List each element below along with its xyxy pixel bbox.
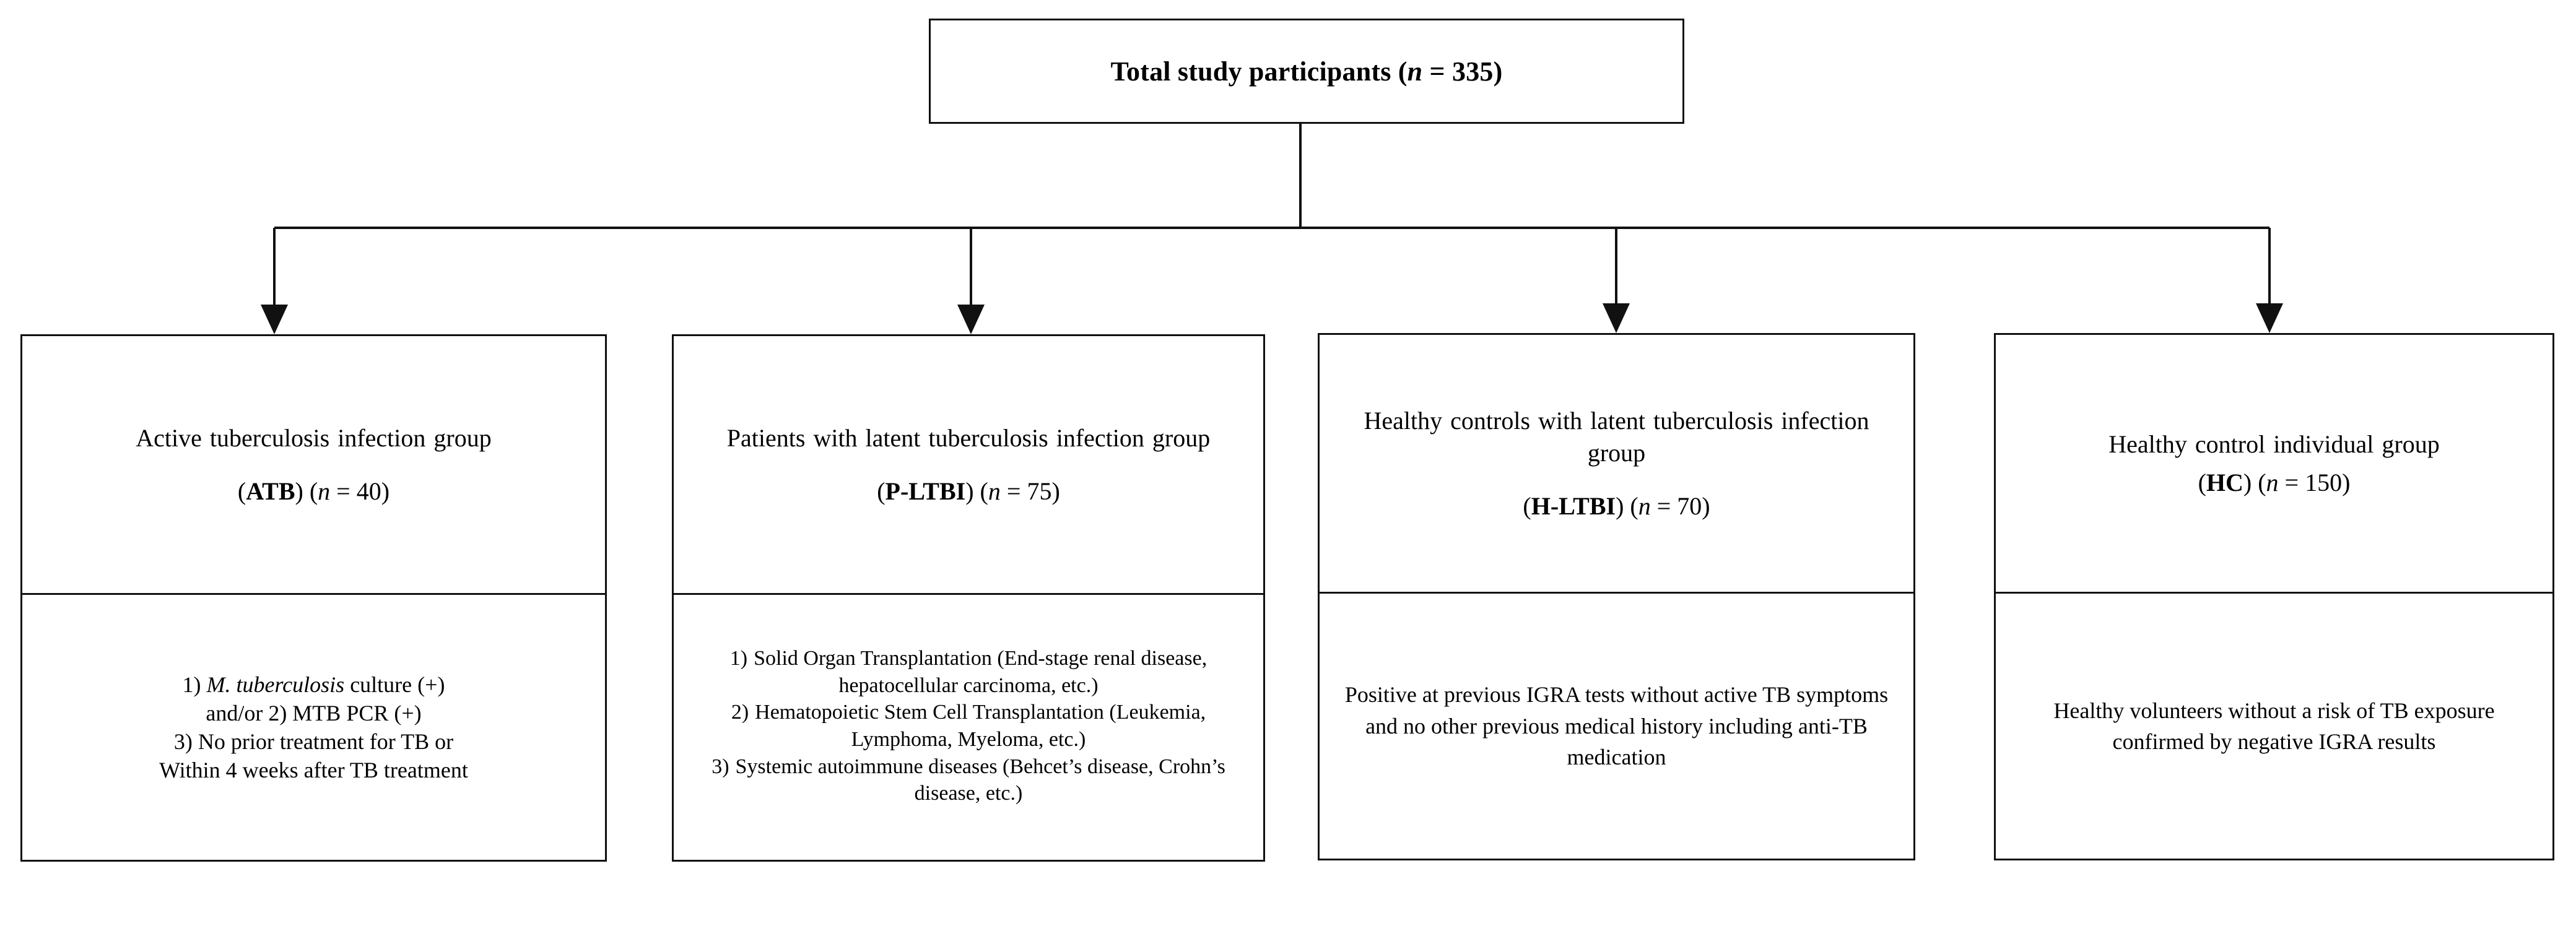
root-title: Total study participants (n = 335) bbox=[1111, 54, 1503, 89]
node-pltbi-body: 1) Solid Organ Transplantation (End-stage… bbox=[674, 595, 1263, 860]
node-hltbi-title: Healthy controls with latent tuberculosi… bbox=[1364, 406, 1869, 467]
node-hltbi-n-symbol: n bbox=[1638, 491, 1651, 520]
node-atb-header: Active tuberculosis infection group (ATB… bbox=[22, 336, 605, 593]
node-atb-criteria-line-4: Within 4 weeks after TB treatment bbox=[159, 758, 468, 783]
node-atb-code-abbr: ATB bbox=[246, 477, 295, 505]
node-atb-n-symbol: n bbox=[318, 477, 331, 505]
node-hc-divider bbox=[1996, 592, 2552, 594]
node-group-h-ltbi: Healthy controls with latent tuberculosi… bbox=[1318, 333, 1915, 860]
node-hltbi-body: Positive at previous IGRA tests without … bbox=[1320, 594, 1913, 859]
node-group-atb: Active tuberculosis infection group (ATB… bbox=[20, 334, 607, 862]
node-group-hc: Healthy control individual group (HC) (n… bbox=[1994, 333, 2554, 860]
node-atb-criteria-line-3: 3) No prior treatment for TB or bbox=[173, 729, 454, 754]
node-atb-criteria-line-2: and/or 2) MTB PCR (+) bbox=[206, 700, 422, 725]
node-atb-n-value: 40 bbox=[356, 477, 381, 505]
node-pltbi-criteria-item-1: 1) Solid Organ Transplantation (End-stage… bbox=[686, 645, 1251, 699]
root-n-symbol: n bbox=[1407, 56, 1423, 87]
node-atb-species-italic: M. tuberculosis bbox=[206, 672, 345, 697]
node-hltbi-code: (H-LTBI) (n = 70) bbox=[1523, 491, 1710, 520]
arrow-head-hc bbox=[2256, 303, 2283, 333]
node-total-study-participants: Total study participants (n = 335) bbox=[929, 19, 1684, 124]
node-hc-title: Healthy control individual group bbox=[2108, 430, 2440, 458]
arrow-head-pltbi bbox=[957, 305, 985, 334]
node-hc-code: (HC) (n = 150) bbox=[2198, 468, 2351, 496]
node-hc-criteria-text: Healthy volunteers without a risk of TB … bbox=[2053, 698, 2495, 754]
node-hc-header: Healthy control individual group (HC) (n… bbox=[1996, 335, 2552, 592]
node-hltbi-divider bbox=[1320, 592, 1913, 594]
node-pltbi-item-3-marker: 3) bbox=[711, 755, 729, 778]
node-pltbi-item-1-text: Solid Organ Transplantation (End-stage r… bbox=[754, 647, 1208, 697]
node-hltbi-criteria-text: Positive at previous IGRA tests without … bbox=[1344, 682, 1889, 770]
node-pltbi-item-2-marker: 2) bbox=[731, 701, 749, 724]
node-hc-body: Healthy volunteers without a risk of TB … bbox=[1996, 594, 2552, 859]
node-pltbi-n-value: 75 bbox=[1027, 477, 1052, 505]
node-pltbi-code: (P-LTBI) (n = 75) bbox=[877, 477, 1060, 505]
node-pltbi-divider bbox=[674, 593, 1263, 595]
node-atb-divider bbox=[22, 593, 605, 595]
node-hltbi-code-abbr: H-LTBI bbox=[1531, 491, 1616, 520]
root-title-prefix: Total study participants ( bbox=[1110, 56, 1408, 87]
node-pltbi-n-symbol: n bbox=[988, 477, 1001, 505]
node-hc-code-abbr: HC bbox=[2206, 468, 2243, 496]
node-atb-code: (ATB) (n = 40) bbox=[237, 477, 390, 505]
root-title-suffix: = 335) bbox=[1422, 56, 1503, 87]
node-pltbi-item-2-text: Hematopoietic Stem Cell Transplantation … bbox=[755, 701, 1206, 751]
node-pltbi-item-1-marker: 1) bbox=[729, 647, 748, 670]
node-pltbi-header: Patients with latent tuberculosis infect… bbox=[674, 336, 1263, 593]
node-pltbi-code-abbr: P-LTBI bbox=[885, 477, 966, 505]
node-atb-criteria-line-1: 1) M. tuberculosis culture (+) bbox=[182, 672, 445, 697]
arrow-head-hltbi bbox=[1603, 303, 1630, 333]
node-atb-title: Active tuberculosis infection group bbox=[136, 423, 492, 452]
node-group-p-ltbi: Patients with latent tuberculosis infect… bbox=[672, 334, 1265, 862]
node-pltbi-criteria-item-2: 2) Hematopoietic Stem Cell Transplantatio… bbox=[686, 699, 1251, 753]
node-pltbi-criteria-list: 1) Solid Organ Transplantation (End-stage… bbox=[686, 645, 1251, 807]
node-pltbi-criteria-item-3: 3) Systemic autoimmune diseases (Behcet’s… bbox=[686, 753, 1251, 807]
node-hltbi-n-value: 70 bbox=[1677, 491, 1702, 520]
node-hltbi-header: Healthy controls with latent tuberculosi… bbox=[1320, 335, 1913, 592]
node-hc-n-symbol: n bbox=[2266, 468, 2279, 496]
arrow-head-atb bbox=[261, 305, 288, 334]
node-pltbi-title: Patients with latent tuberculosis infect… bbox=[726, 423, 1211, 452]
node-atb-body: 1) M. tuberculosis culture (+) and/or 2)… bbox=[22, 595, 605, 860]
node-hc-n-value: 150 bbox=[2305, 468, 2343, 496]
node-pltbi-item-3-text: Systemic autoimmune diseases (Behcet’s d… bbox=[735, 755, 1225, 805]
